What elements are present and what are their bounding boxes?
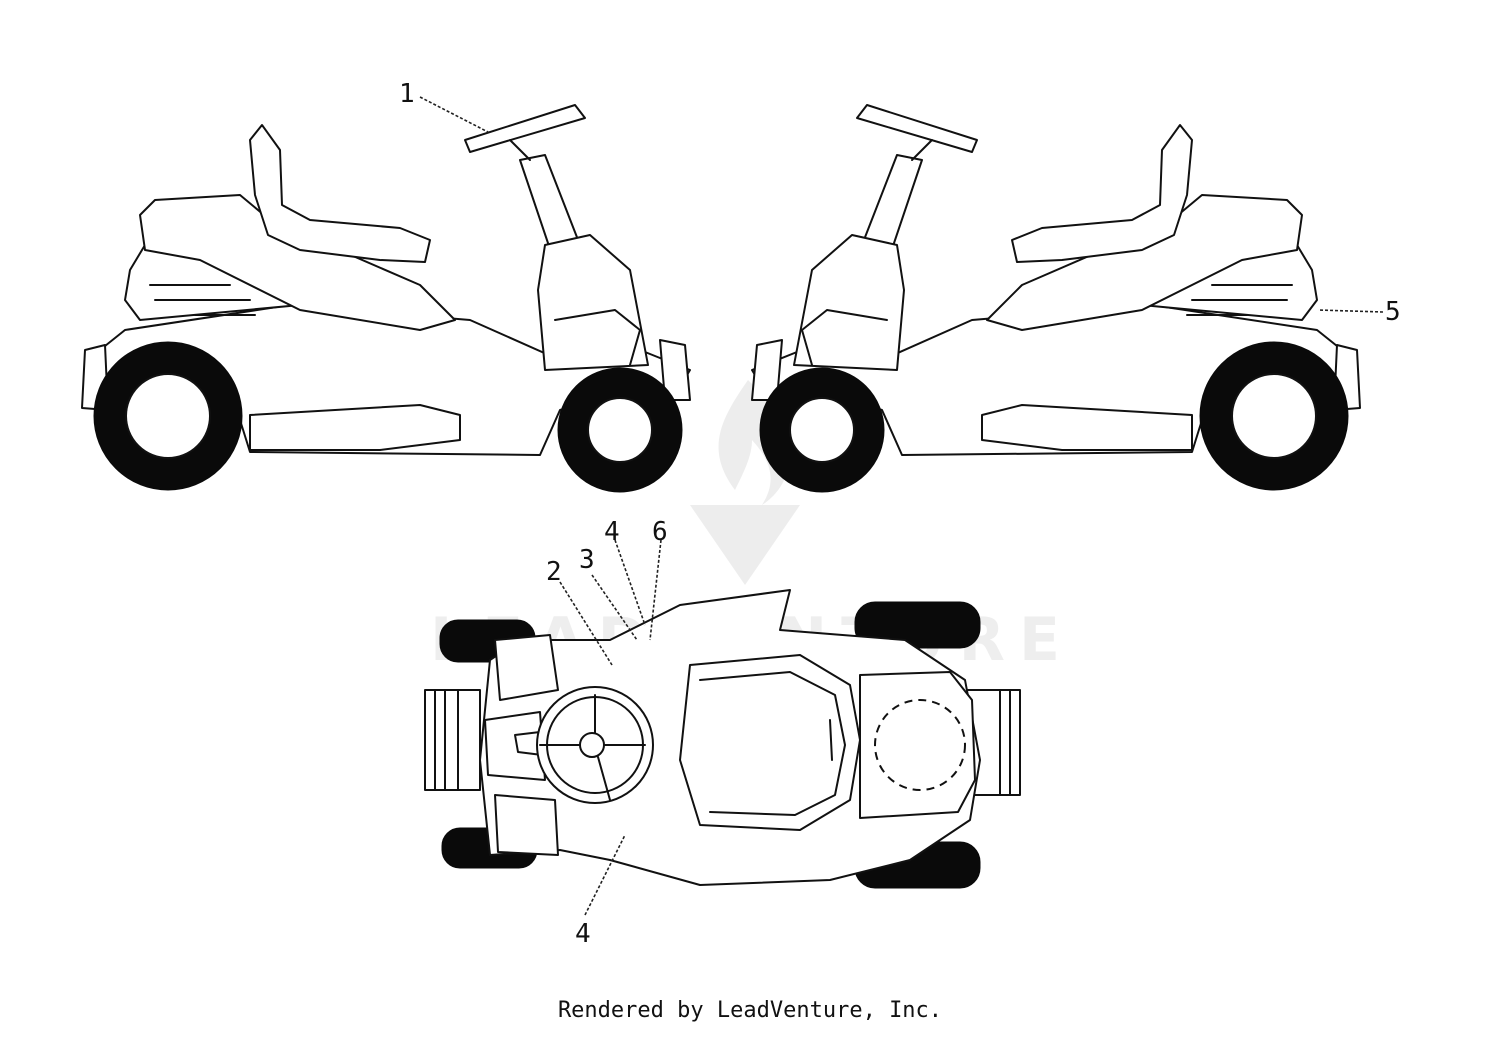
callout-4-bottom: 4 [575,919,591,949]
mower-right-side-view [751,104,1361,493]
callout-leaders [419,96,1384,916]
callout-4-top: 4 [604,517,620,547]
callout-6: 6 [652,517,668,547]
callout-1: 1 [399,79,415,109]
callout-2: 2 [546,557,562,587]
footer-credit: Rendered by LeadVenture, Inc. [557,998,943,1023]
callout-labels: 1 5 2 3 4 6 4 [399,79,1401,949]
engine-outline [874,699,966,791]
callout-3: 3 [579,545,595,575]
mower-left-side-view [81,104,691,493]
mower-top-view [424,589,1021,889]
callout-5: 5 [1385,297,1401,327]
